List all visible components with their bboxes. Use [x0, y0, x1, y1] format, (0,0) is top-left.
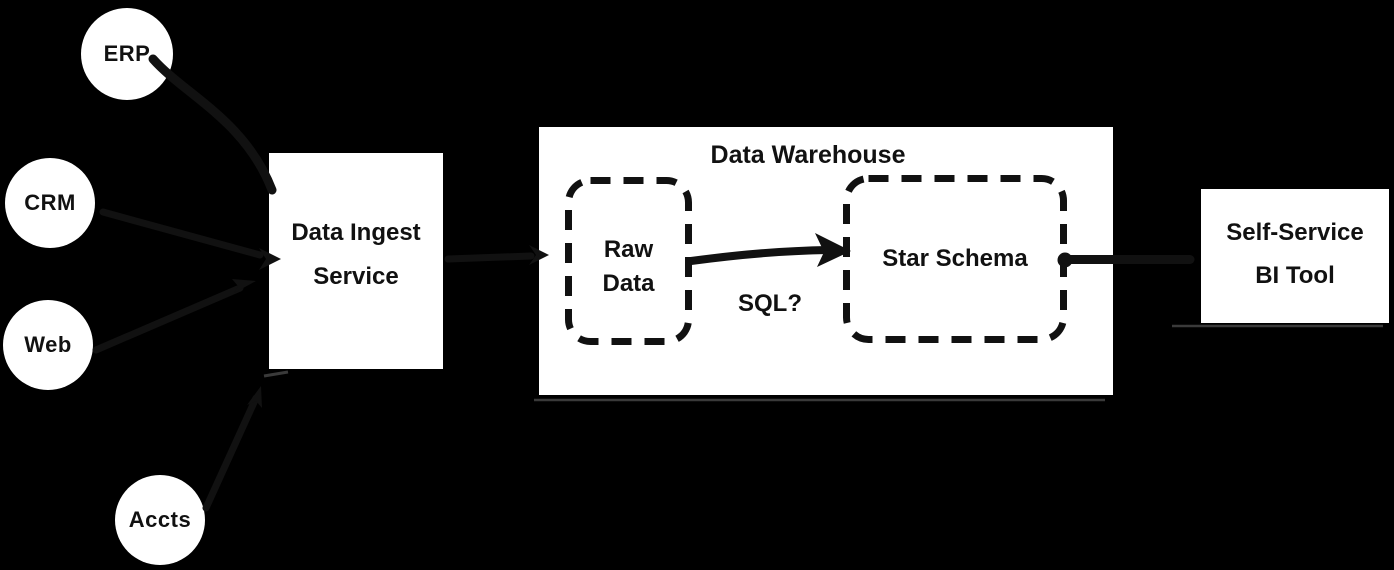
node-label-line1: Raw: [603, 236, 654, 263]
node-label: Star Schema: [882, 245, 1028, 272]
node-raw-data[interactable]: Raw Data: [565, 177, 692, 345]
warehouse-title: Data Warehouse: [710, 141, 906, 169]
node-label-line2: Service: [313, 263, 399, 290]
node-source-web[interactable]: Web: [3, 300, 93, 390]
node-label: ERP: [103, 41, 151, 66]
arrow-crm-to-ingest[interactable]: [99, 208, 281, 270]
node-source-erp[interactable]: ERP: [81, 8, 173, 100]
node-label: CRM: [24, 190, 76, 215]
transform-annotation: SQL?: [738, 290, 802, 317]
node-source-accts[interactable]: Accts: [115, 475, 205, 565]
arrow-web-to-ingest[interactable]: [92, 279, 256, 354]
arrow-erp-to-ingest[interactable]: [148, 54, 277, 195]
node-label-line1: Self-Service: [1226, 219, 1364, 246]
raw-data-dashed-border[interactable]: [565, 177, 692, 345]
sketch-tick-ingest: [263, 370, 289, 378]
node-self-service-bi-tool[interactable]: Self-Service BI Tool: [1201, 189, 1389, 323]
connector-star-to-bi[interactable]: [1057, 252, 1195, 268]
arrow-raw-to-star[interactable]: [687, 233, 851, 267]
arrow-ingest-to-warehouse[interactable]: [444, 245, 549, 265]
node-label: Web: [24, 332, 72, 357]
node-label-line2: Data: [602, 270, 655, 297]
node-data-ingest-service[interactable]: Data Ingest Service: [269, 153, 443, 369]
node-label-line1: Data Ingest: [291, 219, 421, 246]
node-label-line2: BI Tool: [1255, 262, 1335, 289]
star-schema-dashed-border[interactable]: [843, 175, 1067, 343]
node-star-schema[interactable]: Star Schema: [843, 175, 1067, 343]
node-source-crm[interactable]: CRM: [5, 158, 95, 248]
node-label: Accts: [128, 507, 192, 532]
arrow-accts-to-ingest[interactable]: [202, 386, 262, 512]
